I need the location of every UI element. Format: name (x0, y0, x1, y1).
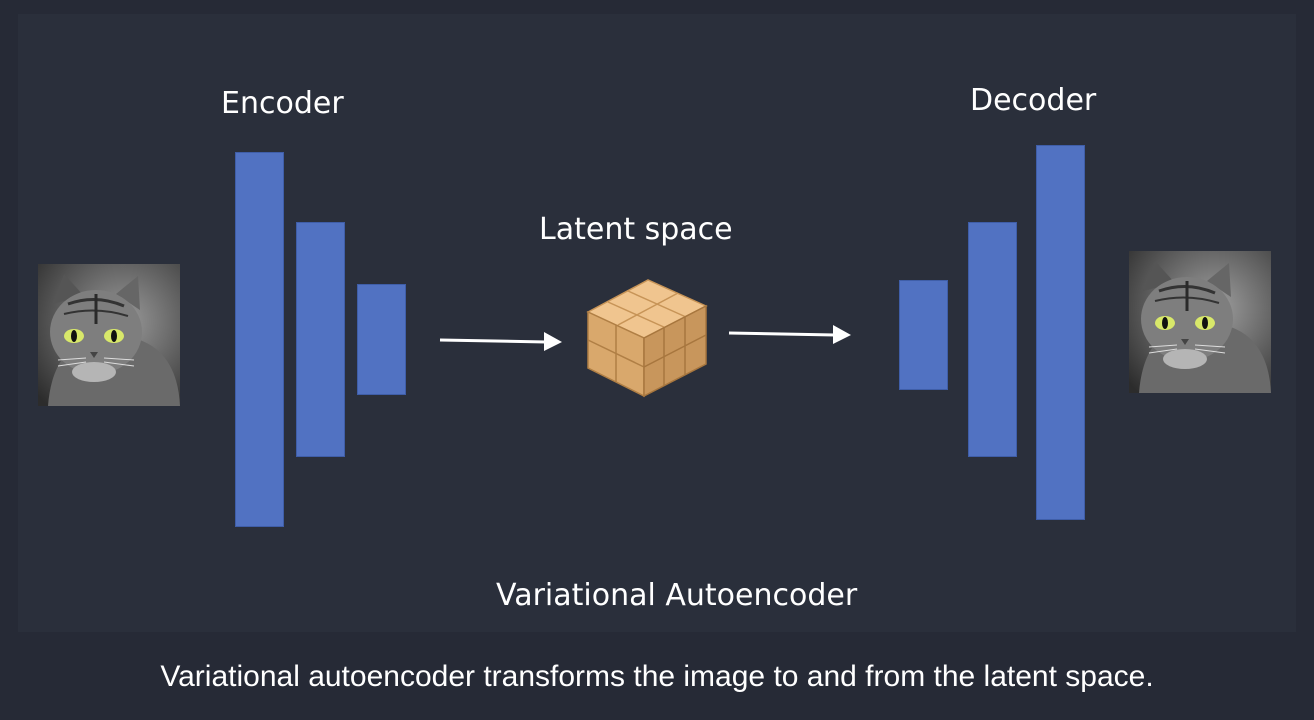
arrow-to-latent (439, 332, 562, 351)
encoder-layer-3 (357, 284, 406, 395)
decoder-label: Decoder (970, 83, 1097, 118)
arrow-from-latent (728, 325, 851, 344)
decoder-layer-2 (968, 222, 1017, 457)
decoder-layer-3 (1036, 145, 1085, 520)
encoder-layer-2 (296, 222, 345, 457)
input-cat-image (38, 264, 180, 406)
figure-caption: Variational autoencoder transforms the i… (160, 660, 1154, 693)
encoder-layer-1 (235, 152, 284, 527)
latent-space-cube (586, 279, 708, 398)
diagram-title: Variational Autoencoder (496, 578, 858, 613)
output-cat-image (1129, 251, 1271, 393)
encoder-label: Encoder (221, 86, 344, 121)
latent-space-label: Latent space (539, 212, 733, 247)
decoder-layer-1 (899, 280, 948, 390)
